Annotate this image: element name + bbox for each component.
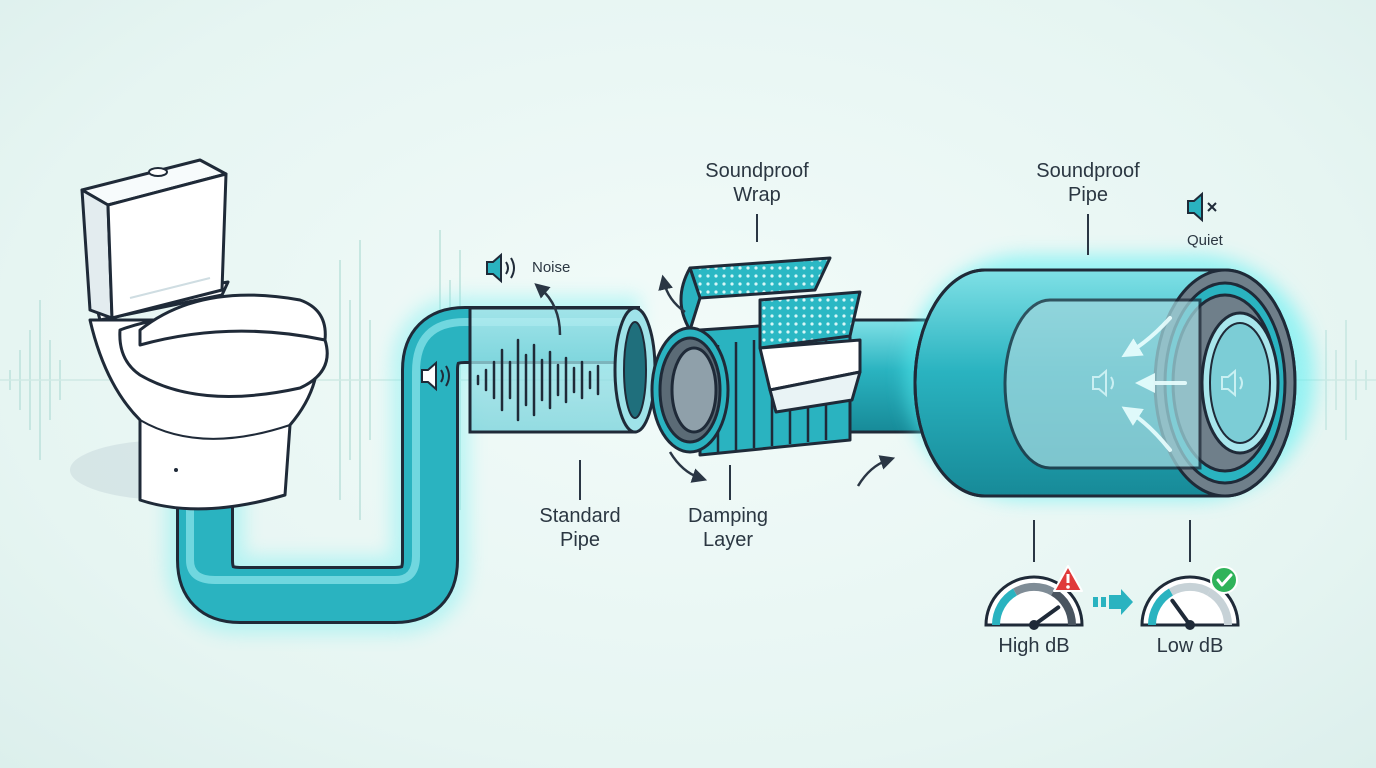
label-soundproof-wrap: Soundproof Wrap bbox=[705, 160, 809, 206]
transition-arrow bbox=[1093, 589, 1133, 615]
damping-assembly bbox=[650, 256, 862, 457]
label-low-db: Low dB bbox=[1156, 635, 1224, 657]
speaker-faded-icon bbox=[1092, 368, 1114, 398]
label-quiet: Quiet bbox=[1187, 232, 1223, 249]
speaker-muted-icon bbox=[1187, 191, 1217, 223]
warning-icon bbox=[1053, 565, 1083, 592]
noise-waveform bbox=[476, 338, 600, 422]
check-icon bbox=[1210, 566, 1238, 594]
speaker-faded-icon-end bbox=[1221, 368, 1243, 398]
flow-arrows bbox=[534, 274, 896, 487]
label-noise: Noise bbox=[532, 259, 571, 276]
speaker-noise-icon bbox=[421, 360, 450, 392]
standard-pipe-inner bbox=[623, 321, 647, 419]
label-damping-layer: Damping Layer bbox=[687, 505, 769, 551]
label-high-db: High dB bbox=[998, 635, 1070, 657]
gauge-low-needle bbox=[1170, 598, 1192, 627]
standard-pipe-highlight bbox=[186, 318, 640, 584]
inward-arrows bbox=[1121, 316, 1187, 452]
soundproof-pipe bbox=[913, 268, 1297, 498]
standard-pipe-body bbox=[179, 309, 640, 621]
leader-lines bbox=[579, 214, 1191, 562]
toilet-icon bbox=[70, 158, 329, 511]
label-standard-pipe: Standard Pipe bbox=[539, 505, 621, 551]
speaker-noise-label-icon bbox=[486, 252, 515, 284]
label-soundproof-pipe: Soundproof Pipe bbox=[1036, 160, 1140, 206]
